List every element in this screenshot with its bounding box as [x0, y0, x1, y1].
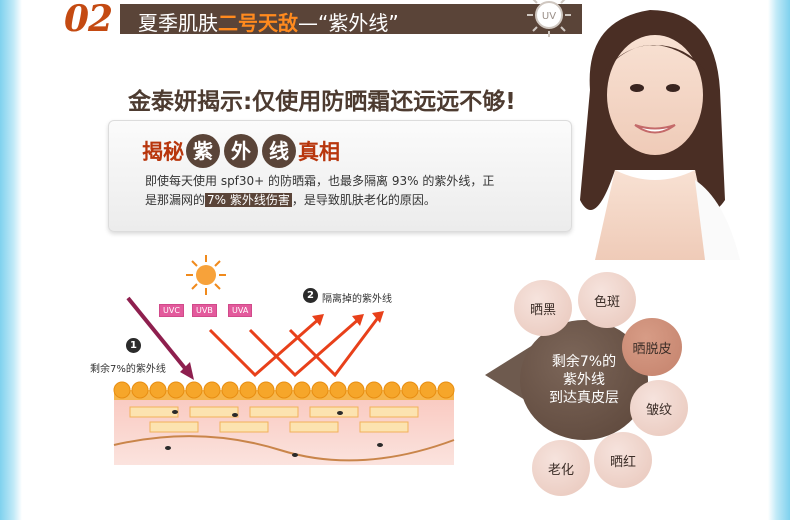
remaining-uv-arrow [126, 296, 190, 374]
center-line-3: 到达真皮层 [549, 390, 619, 406]
center-effect-bubble: 剩余7%的 紫外线 到达真皮层 [520, 320, 648, 440]
card-body-line-2-suffix: ，是导致肌肤老化的原因。 [291, 193, 436, 207]
capillary-line [113, 435, 455, 462]
card-title-suffix: 真相 [298, 140, 340, 164]
header-title-part1: 夏季肌肤 [138, 11, 218, 35]
card-title-prefix: 揭秘 [142, 140, 184, 164]
center-line-1: 剩余7%的 [551, 354, 617, 370]
model-portrait [580, 10, 740, 260]
effect-spots: 色斑 [578, 272, 636, 328]
center-line-2: 紫外线 [563, 372, 605, 388]
left-border-strip [0, 0, 22, 520]
card-body: 即使每天使用 spf30+ 的防晒霜，也最多隔离 93% 的紫外线，正 是那漏网… [145, 172, 545, 210]
card-title: 揭秘 紫 外 线 真相 [142, 134, 340, 168]
right-border-strip [768, 0, 790, 520]
card-body-line-1: 即使每天使用 spf30+ 的防晒霜，也最多隔离 93% 的紫外线，正 [145, 174, 495, 188]
uv-skin-diagram [113, 255, 455, 465]
effect-wrinkles: 皱纹 [630, 380, 688, 436]
info-card [108, 120, 572, 232]
uv-sun-badge-icon: UV [527, 0, 571, 37]
headline: 金泰妍揭示:仅使用防晒霜还远远不够! [128, 89, 516, 115]
collagen-blocks [129, 406, 419, 433]
label-remaining-uv: 剩余7%的紫外线 [90, 364, 166, 375]
melanin-dots [165, 410, 383, 457]
effect-tanning: 晒黑 [514, 280, 572, 336]
card-body-line-2-prefix: 是那漏网的 [145, 193, 206, 207]
label-1-number: 1 [126, 338, 141, 353]
effect-redness: 晒红 [594, 432, 652, 488]
uv-tag-uvc: UVC [159, 304, 184, 317]
card-title-char-2: 外 [224, 134, 258, 168]
header-title-highlight: 二号天敌 [218, 11, 298, 35]
label-blocked-uv: 隔离掉的紫外线 [322, 294, 392, 305]
card-title-char-3: 线 [262, 134, 296, 168]
uv-tag-uva: UVA [228, 304, 253, 317]
uv-tag-uvb: UVB [192, 304, 217, 317]
card-title-char-1: 紫 [186, 134, 220, 168]
header-bar [120, 4, 582, 34]
header-title: 夏季肌肤二号天敌—“紫外线” [138, 7, 399, 36]
section-number: 02 [64, 0, 113, 40]
uv-badge-text: UV [542, 11, 556, 22]
skin-cells [113, 381, 455, 399]
effect-aging: 老化 [532, 440, 590, 496]
blocked-uv-arrows [208, 314, 382, 378]
header-title-part2: —“紫外线” [298, 11, 399, 35]
effect-peeling: 晒脱皮 [622, 318, 682, 376]
card-body-highlight: 7% 紫外线伤害 [205, 193, 292, 207]
sun-icon [186, 255, 226, 295]
label-2-number: 2 [303, 288, 318, 303]
